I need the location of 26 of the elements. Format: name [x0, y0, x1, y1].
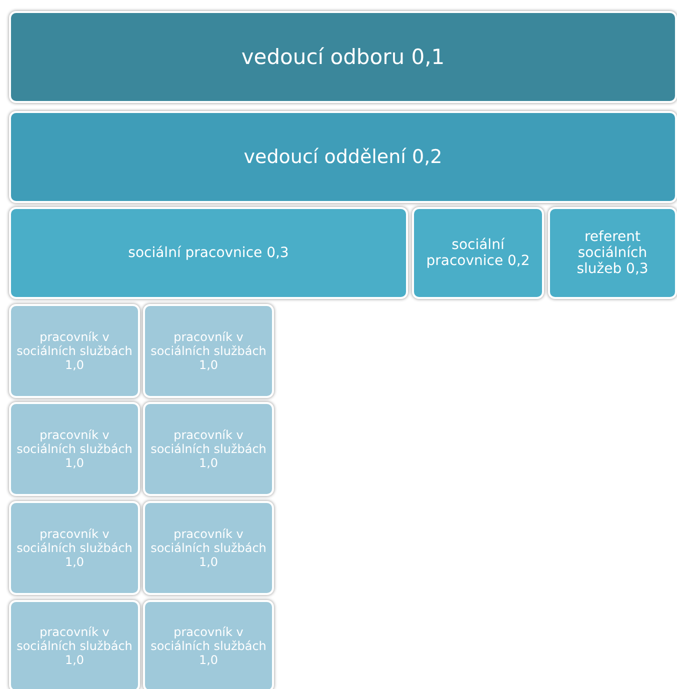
- position-title: pracovník v sociálních službách 1,0: [16, 428, 134, 470]
- position-box: [9, 11, 677, 103]
- position-box: [548, 207, 677, 299]
- position-box: [143, 600, 274, 689]
- position-box: [9, 600, 140, 689]
- position-box: [9, 402, 140, 496]
- position-box: [143, 304, 274, 398]
- position-title: vedoucí odboru 0,1: [241, 45, 445, 69]
- position-title: pracovník v sociálních službách 1,0: [16, 330, 134, 372]
- position-title: sociální pracovnice 0,3: [128, 245, 289, 261]
- position-box: [412, 207, 544, 299]
- position-title: pracovník v sociálních službách 1,0: [150, 330, 268, 372]
- position-box: [9, 207, 408, 299]
- position-box: [9, 304, 140, 398]
- position-box: [143, 501, 274, 595]
- position-title: vedoucí oddělení 0,2: [244, 146, 442, 168]
- position-title: pracovník v sociálních službách 1,0: [150, 428, 268, 470]
- position-title: pracovník v sociálních službách 1,0: [16, 625, 134, 667]
- position-box: [143, 402, 274, 496]
- position-box: [9, 111, 677, 203]
- position-title: referent sociálních služeb 0,3: [576, 229, 650, 277]
- position-title: pracovník v sociálních službách 1,0: [150, 527, 268, 569]
- position-box: [9, 501, 140, 595]
- position-title: sociální pracovnice 0,2: [425, 237, 531, 269]
- position-title: pracovník v sociálních službách 1,0: [150, 625, 268, 667]
- position-title: pracovník v sociálních službách 1,0: [16, 527, 134, 569]
